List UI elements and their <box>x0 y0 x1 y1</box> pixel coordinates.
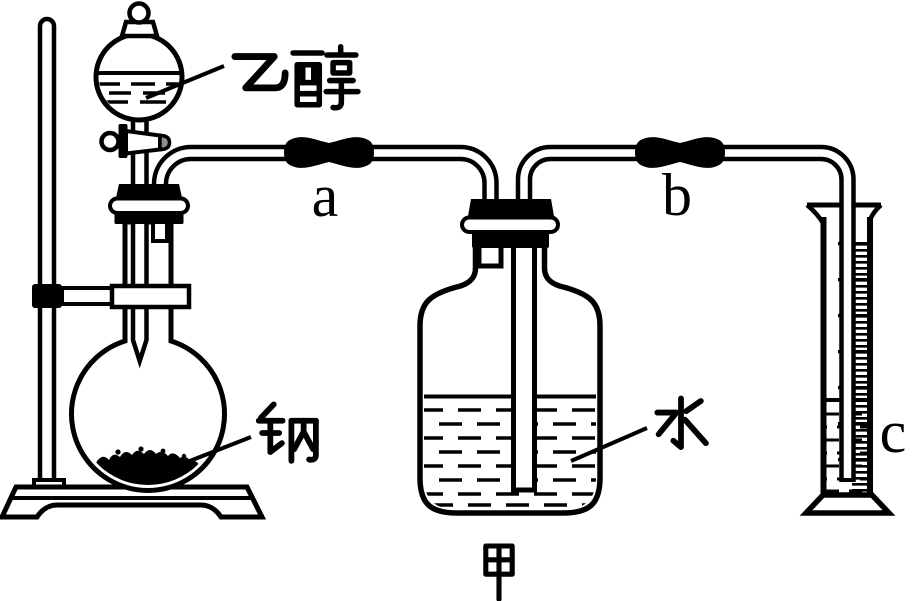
label-a: a <box>312 163 339 229</box>
funnel-bulb <box>93 31 185 123</box>
funnel-stopcock <box>99 124 172 158</box>
stopcock-knob <box>99 130 121 153</box>
cylinder-spout-left <box>805 203 826 226</box>
funnel-stopper <box>119 1 160 39</box>
bottle-long-tube <box>511 242 537 493</box>
water-pointer-line <box>570 426 648 463</box>
bottle-water-dashes <box>424 408 596 507</box>
flask-body <box>69 219 227 493</box>
bottle-stopper-top-band <box>467 199 555 219</box>
flask-stopper-top-band <box>115 184 183 200</box>
round-bottom-flask <box>69 219 227 493</box>
clamp-knob <box>32 284 62 308</box>
cylinder-base <box>799 492 896 516</box>
label-water <box>654 395 709 451</box>
flask-stopper-bottom-band <box>114 211 184 224</box>
stopcock-barrel <box>124 128 162 156</box>
sodium-pointer-line <box>176 435 252 468</box>
rubber-connector-a <box>284 137 374 168</box>
label-bottle-jia <box>483 543 515 601</box>
clamp-arm <box>60 286 115 306</box>
flask-outlet-stub <box>151 221 169 243</box>
flask-stopper <box>108 184 190 224</box>
funnel-stopper-ball <box>127 1 151 25</box>
rubber-connector-b <box>635 137 725 168</box>
gas-washing-bottle <box>417 242 603 516</box>
label-sodium <box>255 401 319 464</box>
bottle-stopper-ring <box>460 215 560 234</box>
label-ethanol <box>231 44 361 111</box>
measuring-cylinder <box>799 202 896 516</box>
bottle-stopper <box>460 199 560 248</box>
cylinder-spout-right <box>867 203 883 221</box>
dropping-funnel <box>93 1 185 369</box>
bottle-stopper-bottom-band <box>472 230 549 248</box>
bottle-body <box>417 247 603 516</box>
support-stand <box>0 16 267 520</box>
stand-rod <box>37 16 57 488</box>
flask-stopper-ring <box>108 196 190 215</box>
label-b: b <box>662 162 692 228</box>
label-c: c <box>880 399 907 465</box>
ethanol-pointer-line <box>145 64 225 100</box>
stopcock-handle <box>118 124 128 158</box>
stand-base <box>0 484 267 520</box>
clamp-jaw <box>109 283 192 310</box>
stand-clamp <box>32 283 192 310</box>
stopcock-tip <box>158 133 172 152</box>
ethanol-liquid <box>97 71 181 104</box>
